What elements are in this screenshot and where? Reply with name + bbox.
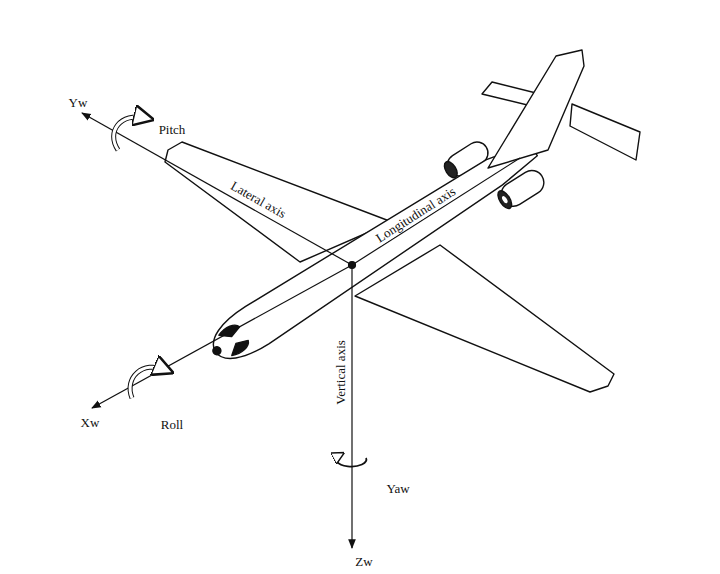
center-of-gravity — [349, 262, 356, 269]
vertical-axis-line — [351, 265, 352, 548]
near-engine — [494, 166, 548, 213]
near-wing — [355, 245, 614, 392]
vertical-fin — [488, 50, 584, 168]
longitudinal-axis-line — [92, 265, 352, 408]
lateral-axis-line — [82, 113, 352, 265]
fuselage — [202, 131, 546, 371]
right-stabilizer — [570, 104, 640, 160]
pitch-arrow — [114, 117, 146, 150]
roll-arrow — [130, 367, 166, 398]
roll-arrow — [130, 367, 166, 398]
axis-name: Xw — [79, 415, 102, 430]
pitch-arrow — [114, 117, 146, 150]
axis-name: Yw — [67, 95, 90, 110]
rotation-name: Yaw — [384, 481, 411, 496]
axis-name: Zw — [353, 554, 374, 569]
rotation-name: Roll — [159, 417, 185, 432]
axis-label: Vertical axis — [333, 338, 348, 407]
yaw-arrow — [336, 455, 366, 467]
rotation-name: Pitch — [157, 122, 188, 137]
longitudinal-axis-line — [352, 158, 520, 265]
